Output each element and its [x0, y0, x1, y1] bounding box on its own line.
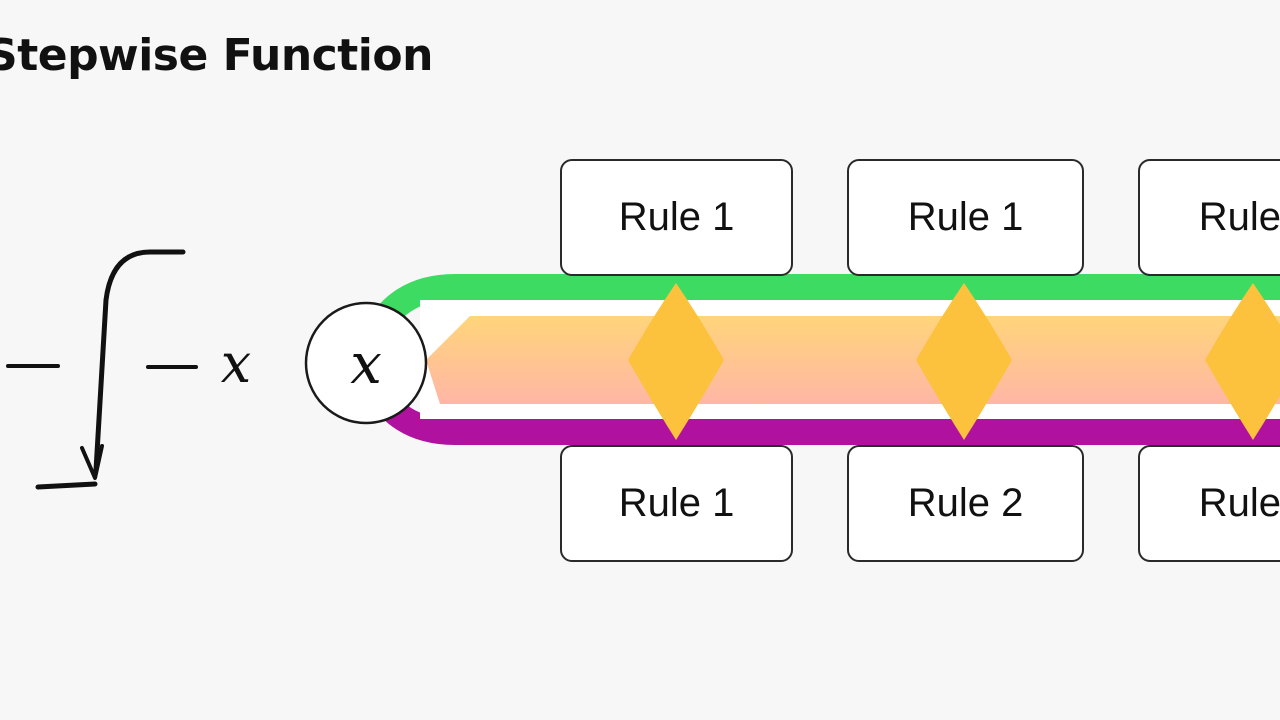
rule-box-top-1: Rule 1: [560, 159, 793, 276]
decision-diamond: [1205, 283, 1280, 440]
page-title: Stepwise Function: [0, 30, 433, 81]
decision-diamond: [916, 283, 1012, 440]
step-function-sketch: [6, 249, 198, 490]
diamonds: [628, 283, 1280, 440]
decision-diamond: [628, 283, 724, 440]
input-node-label: x: [350, 332, 382, 397]
pipeline: [360, 274, 1280, 445]
rule-box-bottom-3: Rule 2: [1138, 445, 1280, 562]
gradient-band: [426, 316, 1280, 404]
rule-box-top-3: Rule 1: [1138, 159, 1280, 276]
step-arrow-head: [80, 444, 104, 480]
input-node: x: [304, 301, 428, 425]
rule-box-bottom-2: Rule 2: [847, 445, 1084, 562]
step-baseline: [35, 481, 98, 490]
rule-box-top-2: Rule 1: [847, 159, 1084, 276]
input-variable: x: [221, 332, 251, 395]
step-curve: [93, 249, 186, 473]
rule-box-bottom-1: Rule 1: [560, 445, 793, 562]
